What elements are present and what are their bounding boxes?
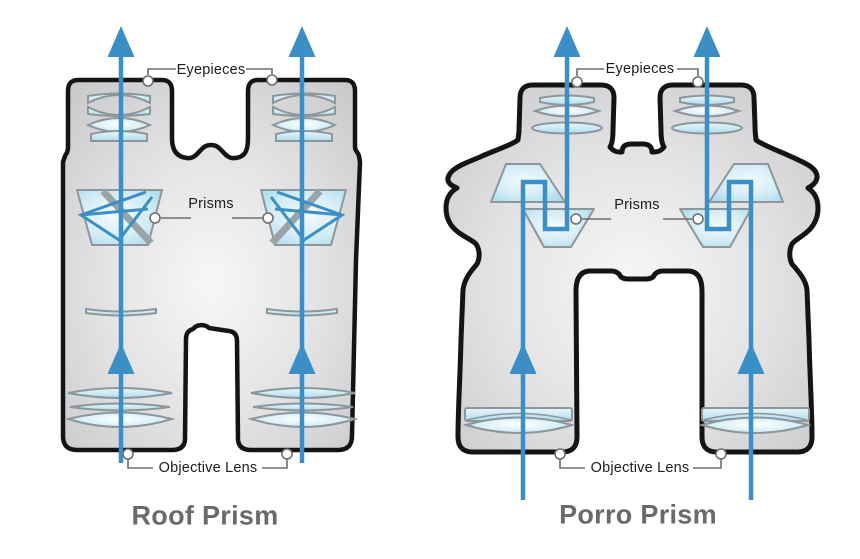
porro-binocular-body xyxy=(443,82,821,455)
roof-binocular-body xyxy=(60,77,363,453)
porro-prism-binoculars xyxy=(443,26,821,500)
leader-line xyxy=(147,68,176,75)
leader-dot xyxy=(692,76,704,88)
leader-line xyxy=(576,68,604,76)
label-prisms-roof: Prisms xyxy=(188,196,234,212)
leader-line xyxy=(693,459,722,469)
leader-line xyxy=(559,459,585,469)
title-porro-prism: Porro Prism xyxy=(559,499,717,530)
leader-line xyxy=(246,68,273,74)
label-eyepieces-porro: Eyepieces xyxy=(605,61,675,77)
porro-leader-lines xyxy=(554,68,727,469)
leader-line xyxy=(262,459,288,469)
leader-dot xyxy=(142,75,154,87)
title-roof-prism: Roof Prism xyxy=(131,500,279,531)
leader-dot xyxy=(715,448,727,460)
label-eyepieces-roof: Eyepieces xyxy=(176,62,246,78)
leader-line xyxy=(677,68,699,76)
leader-dot xyxy=(122,448,134,460)
leader-dot xyxy=(262,212,274,224)
leader-line xyxy=(127,459,153,469)
leader-dot xyxy=(281,448,293,460)
leader-dot xyxy=(554,448,566,460)
roof-prism-binoculars xyxy=(60,26,363,469)
leader-dot xyxy=(149,212,161,224)
label-objective-lens-porro: Objective Lens xyxy=(590,460,690,476)
label-objective-lens-roof: Objective Lens xyxy=(158,460,258,476)
roof-leader-lines xyxy=(122,68,293,469)
leader-dot xyxy=(571,76,583,88)
leader-dot xyxy=(266,74,278,86)
label-prisms-porro: Prisms xyxy=(614,197,660,213)
leader-dot xyxy=(570,213,582,225)
leader-dot xyxy=(692,213,704,225)
